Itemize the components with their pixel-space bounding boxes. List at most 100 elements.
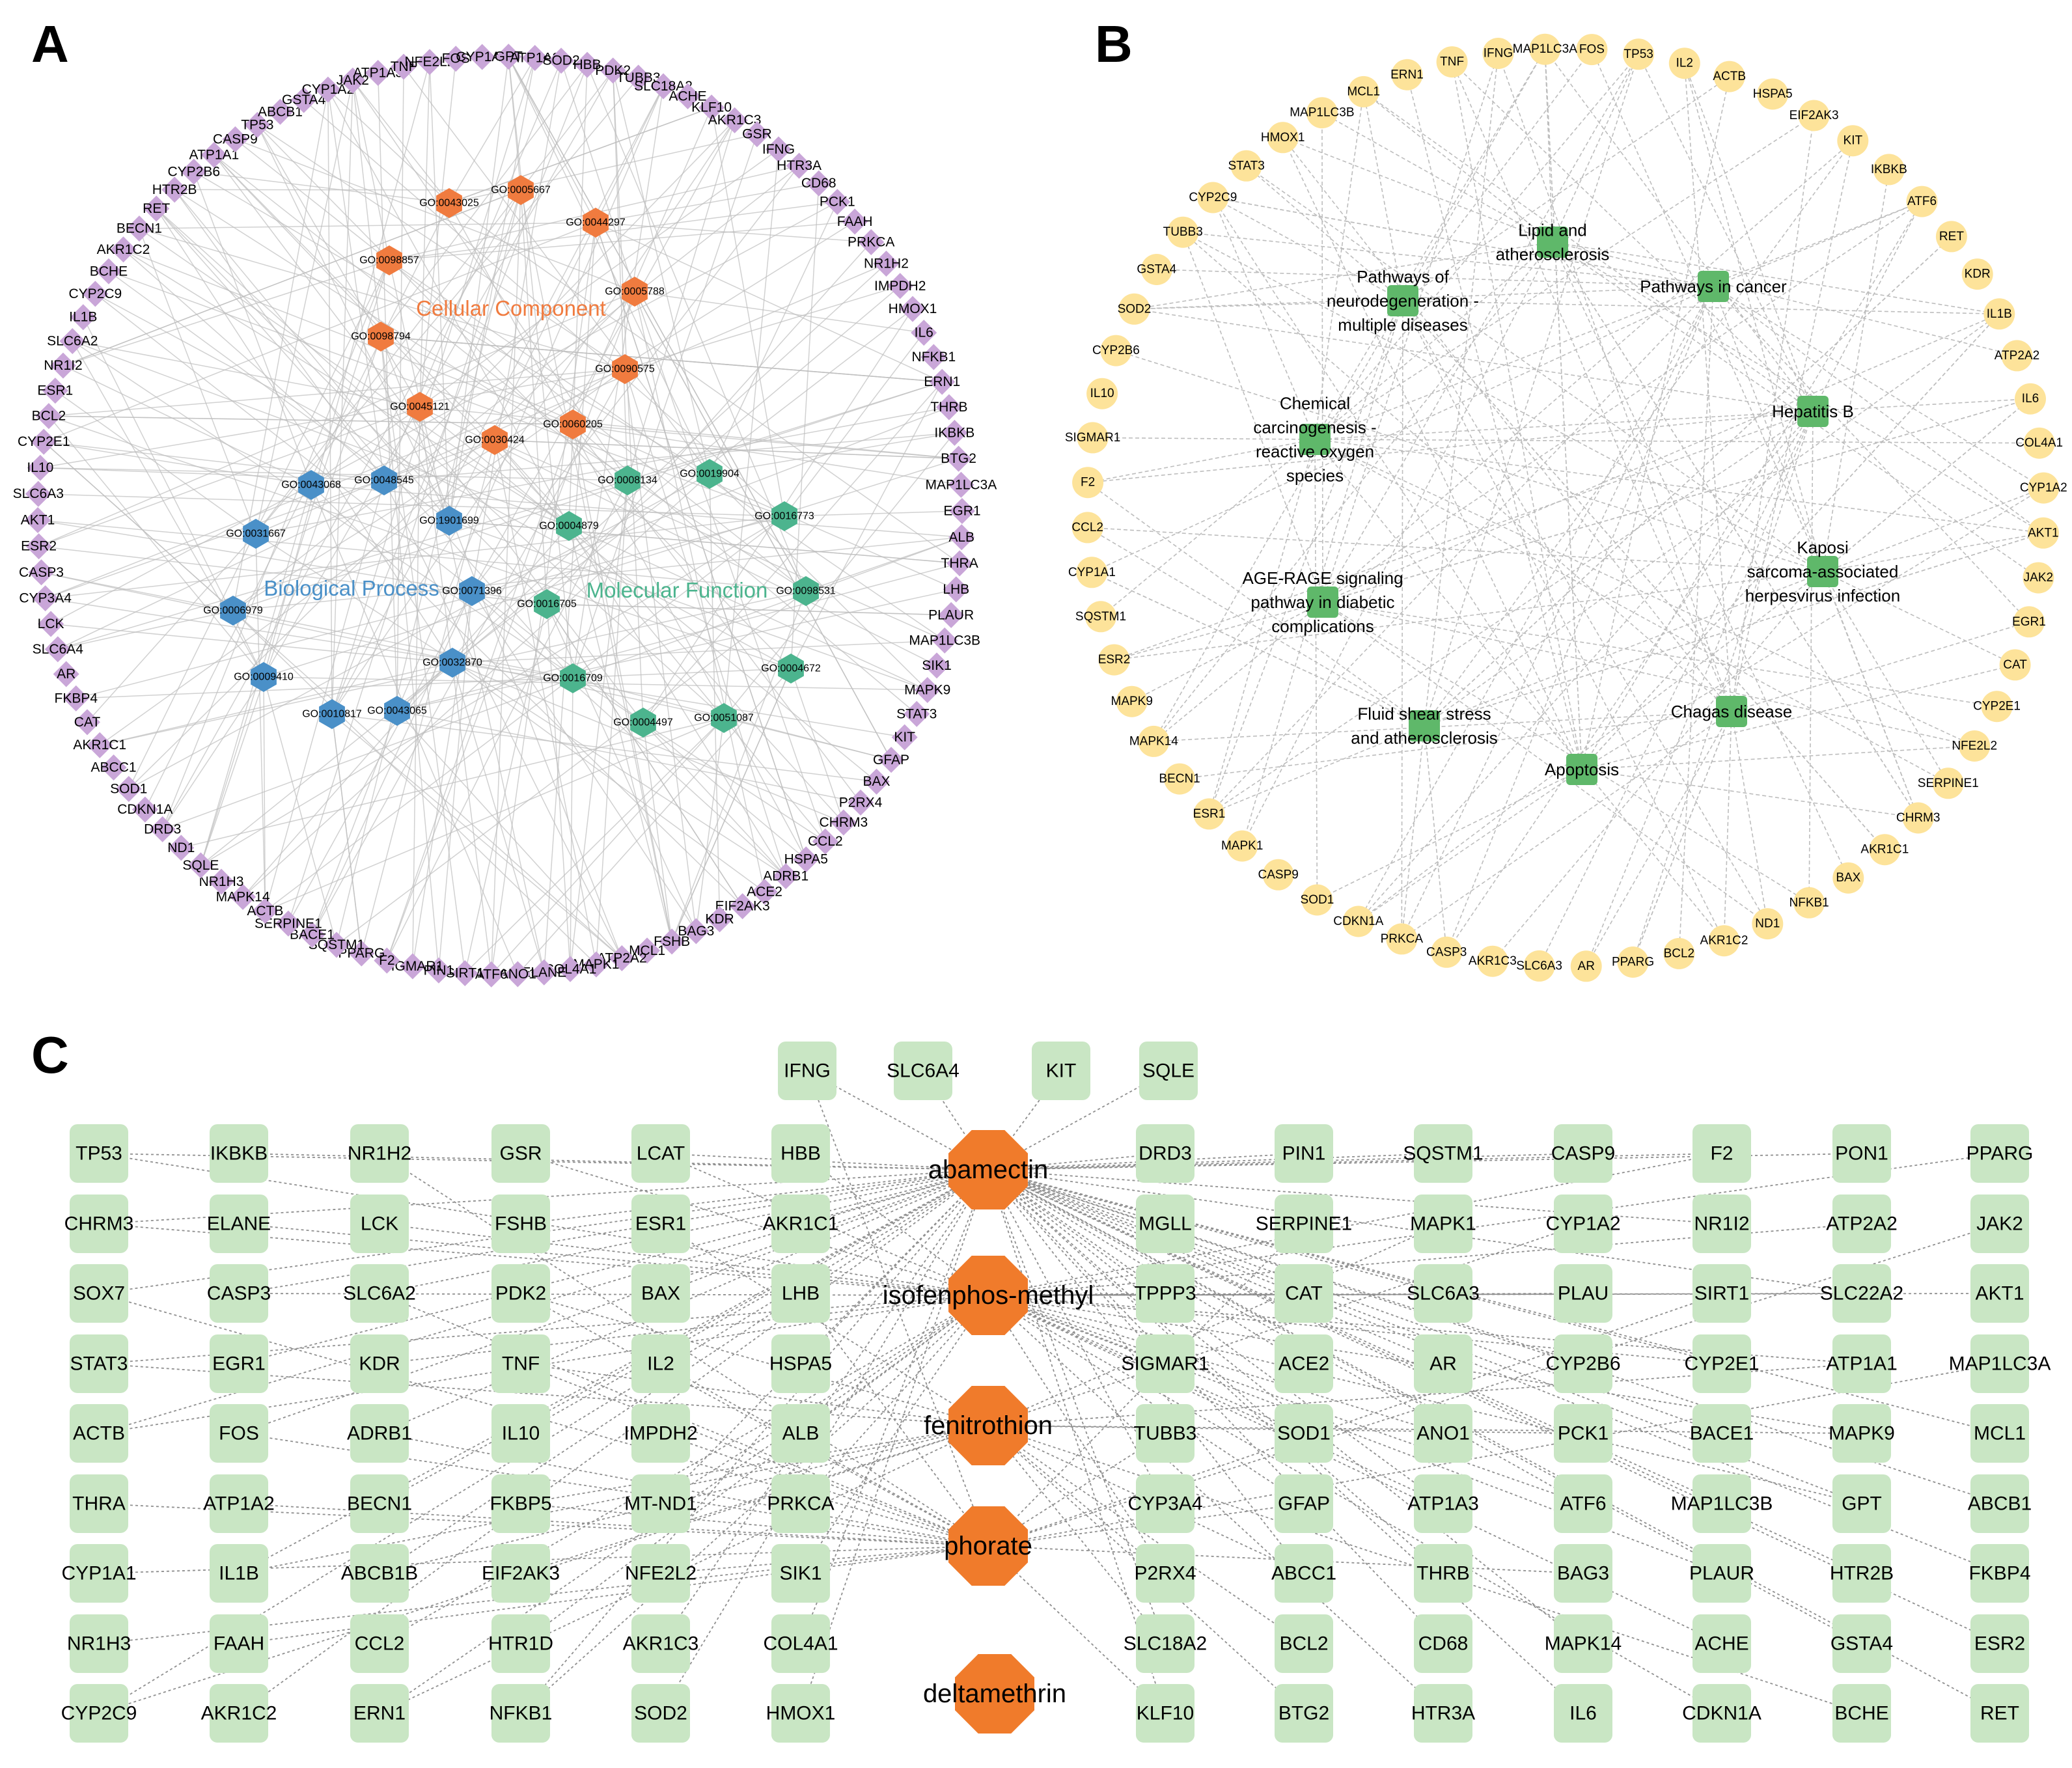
pathway-edge: [1314, 53, 1639, 440]
go-edge: [568, 525, 928, 691]
go-label-go-0032870: GO:0032870: [422, 657, 482, 669]
compound-target-edge: [379, 1295, 989, 1714]
target-label-mgll: MGLL: [1139, 1213, 1192, 1235]
gene-node-casp9: [222, 126, 249, 153]
gene-node-akt1: [25, 506, 51, 533]
gene-node-slc6a3: [25, 480, 51, 507]
gene-label-atf6: ATF6: [1907, 195, 1937, 208]
go-label-go-0010817: GO:0010817: [302, 709, 362, 720]
target-node-sox7: [70, 1264, 128, 1323]
target-node-gfap: [1275, 1474, 1333, 1533]
go-edge: [544, 222, 596, 973]
gene-label-gsr: GSR: [742, 127, 772, 142]
pathway-edge: [1451, 61, 1732, 712]
gene-node-thrb: [935, 394, 962, 421]
gene-node-pin1: [425, 957, 452, 984]
go-edge: [72, 340, 644, 723]
target-node-tubb3: [1136, 1404, 1195, 1463]
go-label-go-0004497: GO:0004497: [613, 717, 673, 728]
target-node-col4a1: [771, 1614, 830, 1673]
target-label-elane: ELANE: [207, 1213, 271, 1235]
gene-node-slc6a3: [1523, 950, 1555, 982]
go-edge: [546, 603, 697, 932]
gene-node-mapk1: [1226, 830, 1258, 862]
gene-node-atp1a3: [365, 59, 391, 86]
gene-node-becn1: [1164, 763, 1196, 795]
target-label-gfap: GFAP: [1278, 1493, 1330, 1515]
gene-label-ern1: ERN1: [924, 374, 960, 389]
pathway-edge: [1731, 115, 1815, 712]
gene-label-nr1i2: NR1I2: [44, 358, 83, 373]
go-edge: [311, 590, 473, 935]
pathway-edge: [1632, 711, 1732, 963]
compound-target-edge: [379, 1223, 989, 1296]
gene-node-alb: [948, 524, 975, 551]
gene-node-mapk9: [914, 676, 941, 703]
target-node-sqstm1: [1414, 1124, 1472, 1183]
target-label-slc18a2: SLC18A2: [1124, 1633, 1207, 1655]
target-node-mcl1: [1970, 1404, 2029, 1463]
target-label-serpine1: SERPINE1: [1256, 1213, 1352, 1235]
gene-node-il1b: [1983, 298, 2015, 330]
compound-target-edge: [800, 1169, 989, 1714]
target-node-ano1: [1414, 1404, 1472, 1463]
pathway-node-lipid-and-atherosclerosis: [1537, 227, 1568, 258]
target-label-esr2: ESR2: [1974, 1633, 2025, 1655]
gene-label-ace2: ACE2: [747, 884, 782, 899]
pathway-edge: [1424, 54, 1639, 726]
target-node-bag3: [1554, 1544, 1612, 1603]
go-node-go-0045121: [407, 392, 433, 422]
target-node-lcat: [631, 1124, 690, 1183]
target-label-atp1a3: ATP1A3: [1407, 1493, 1479, 1515]
gene-node-akr1c2: [110, 236, 137, 263]
target-label-ern1: ERN1: [353, 1703, 406, 1724]
gene-node-cat: [1999, 649, 2031, 681]
go-node-go-0009410: [251, 662, 277, 692]
compound-target-edge: [988, 1169, 2000, 1644]
target-label-fshb: FSHB: [495, 1213, 547, 1235]
go-node-go-0005667: [508, 175, 534, 205]
go-edge: [162, 676, 264, 830]
gene-node-sqle: [187, 852, 214, 879]
go-label-go-1901699: GO:1901699: [419, 516, 479, 527]
pathway-edge: [1446, 411, 1814, 953]
pathway-edge: [1713, 286, 2044, 534]
go-edge: [139, 222, 596, 229]
compound-target-edge: [660, 1223, 989, 1426]
target-node-thra: [70, 1474, 128, 1533]
gene-label-esr2: ESR2: [1098, 653, 1131, 667]
pathway-edge: [1322, 140, 1853, 603]
pathway-edge: [1209, 411, 1814, 815]
gene-node-htr3a: [786, 152, 812, 179]
pathway-edge: [1401, 711, 1732, 940]
go-edge: [200, 516, 785, 866]
target-label-mapk9: MAPK9: [1829, 1423, 1895, 1444]
go-edge: [43, 222, 596, 443]
gene-label-mapk14: MAPK14: [1129, 734, 1178, 748]
go-edge: [174, 189, 807, 592]
go-edge: [508, 57, 573, 679]
compound-target-edge: [988, 1295, 1584, 1504]
go-edge: [595, 222, 943, 383]
gene-node-fshb: [659, 928, 685, 955]
go-edge: [128, 473, 710, 790]
pathway-edge: [1182, 232, 1732, 712]
go-edge: [50, 484, 312, 625]
pathway-edge: [1424, 236, 1952, 726]
target-label-slc6a2: SLC6A2: [343, 1283, 416, 1305]
gene-node-pparg: [1617, 946, 1649, 978]
go-edge: [51, 623, 453, 663]
target-label-tppp3: TPPP3: [1134, 1283, 1196, 1305]
go-edge: [303, 100, 785, 517]
target-label-akr1c3: AKR1C3: [623, 1633, 699, 1655]
gene-node-cyp2e1: [31, 428, 57, 455]
gene-label-sqstm1: SQSTM1: [309, 937, 365, 952]
gene-node-jak2: [339, 67, 366, 94]
gene-label-il1b: IL1B: [69, 310, 97, 325]
gene-label-hspa5: HSPA5: [784, 852, 828, 867]
go-edge: [383, 120, 736, 481]
go-edge: [38, 406, 421, 547]
target-label-ano1: ANO1: [1416, 1423, 1470, 1444]
target-node-mapk1: [1414, 1195, 1472, 1253]
gene-node-mapk14: [1138, 725, 1170, 757]
